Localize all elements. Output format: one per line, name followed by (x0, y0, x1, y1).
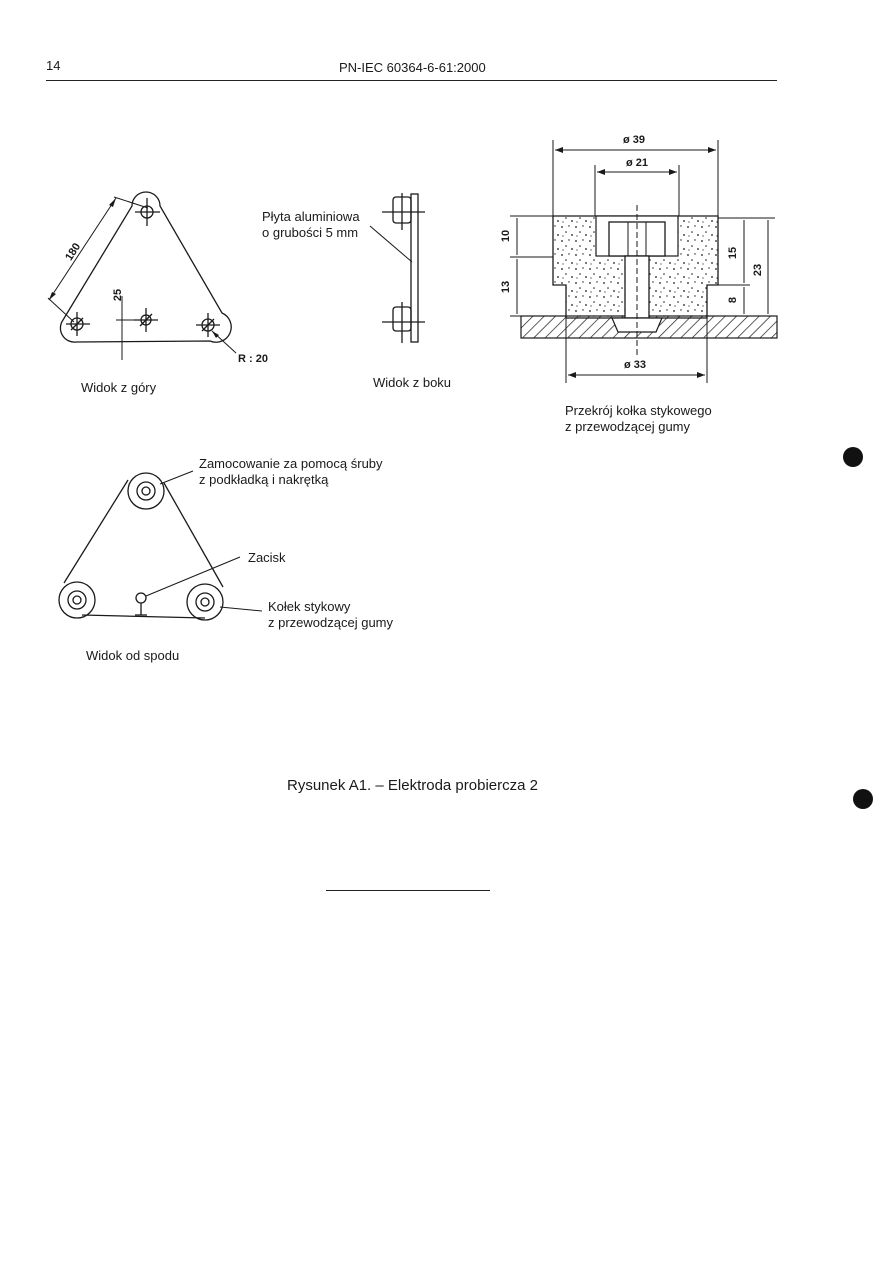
section-caption-line1: Przekrój kołka stykowego (565, 403, 712, 418)
side-view-caption: Widok z boku (373, 375, 452, 390)
pin-label-line1: Kołek stykowy (268, 599, 351, 614)
top-view-drawing (47, 191, 237, 360)
page-number: 14 (46, 58, 61, 73)
clamp-circle (135, 592, 147, 604)
dim-inner-diameter: ø 21 (626, 157, 649, 169)
dim-radius: R : 20 (238, 353, 268, 365)
punch-hole-upper (843, 447, 863, 467)
clamp-label: Zacisk (248, 550, 286, 565)
section-view-drawing (510, 140, 778, 383)
pin-label-line2: z przewodzącej gumy (268, 615, 393, 630)
mount-circle-right (186, 583, 224, 621)
standard-id: PN-IEC 60364-6-61:2000 (339, 60, 486, 75)
bottom-view-caption: Widok od spodu (86, 648, 180, 663)
dim-outer-diameter: ø 39 (623, 134, 646, 146)
plate-label-line2: o grubości 5 mm (262, 225, 359, 240)
dim-bottom-diameter: ø 33 (624, 359, 647, 371)
punch-hole-lower (853, 789, 873, 809)
dim-13: 13 (500, 280, 513, 294)
dim-23: 23 (752, 263, 765, 277)
side-view-drawing (369, 193, 425, 343)
mount-circle-left (58, 581, 96, 619)
aluminium-plate-edge (410, 193, 419, 343)
end-rule (326, 890, 490, 891)
bottom-view-drawing (58, 470, 263, 621)
dim-offset-25: 25 (112, 288, 125, 302)
plate-label-line1: Płyta aluminiowa (262, 209, 360, 224)
mount-label-line1: Zamocowanie za pomocą śruby (199, 456, 383, 471)
triangle-plate-outline (59, 191, 232, 343)
dim-8: 8 (727, 296, 740, 304)
top-view-caption: Widok z góry (81, 380, 157, 395)
header-rule (46, 80, 777, 81)
section-caption-line2: z przewodzącej gumy (565, 419, 690, 434)
dim-10: 10 (500, 229, 513, 243)
dim-15: 15 (727, 246, 740, 260)
mount-circle-top (127, 472, 165, 510)
figure-caption: Rysunek A1. – Elektroda probiercza 2 (287, 777, 538, 794)
mount-label-line2: z podkładką i nakrętką (199, 472, 329, 487)
